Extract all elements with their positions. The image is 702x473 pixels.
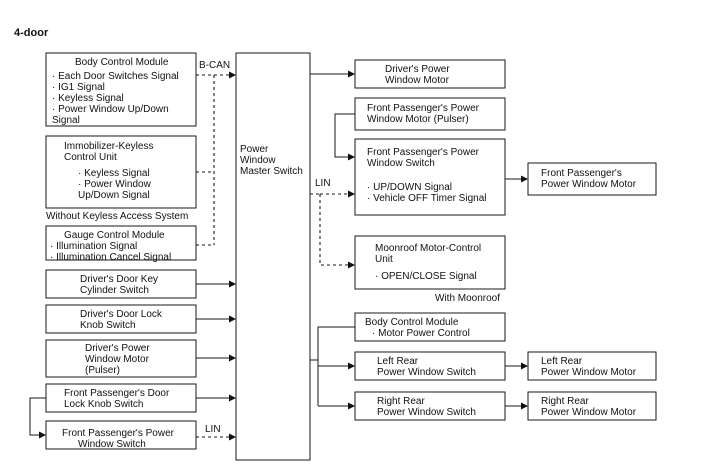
left-rear-power-window-switch: Left Rear Power Window Switch <box>354 351 506 381</box>
driver-power-window-motor-pulser: Driver's Power Window Motor (Pulser) <box>45 339 197 378</box>
svg-text:Front Passenger's Door: Front Passenger's Door <box>64 388 170 399</box>
svg-text:Knob Switch: Knob Switch <box>80 320 136 331</box>
svg-text:Left Rear: Left Rear <box>377 356 419 367</box>
front-passenger-power-window-switch-input: Front Passenger's Power Window Switch <box>45 420 197 450</box>
svg-text:· Keyless Signal: · Keyless Signal <box>78 168 150 179</box>
svg-text:Master Switch: Master Switch <box>240 166 303 177</box>
svg-text:Control Unit: Control Unit <box>64 152 117 163</box>
input-arrows <box>196 280 236 402</box>
svg-text:Cylinder Switch: Cylinder Switch <box>80 285 149 296</box>
svg-text:Signal: Signal <box>52 115 80 126</box>
output-arrow-fp-motor <box>505 175 528 183</box>
b-can-bus-connector: B-CAN <box>196 60 236 246</box>
right-rear-power-window-motor: Right Rear Power Window Motor <box>527 391 657 421</box>
svg-text:· Illumination Signal: · Illumination Signal <box>50 241 137 252</box>
front-passenger-power-window-switch: Front Passenger's Power Window Switch · … <box>354 138 506 216</box>
svg-text:Window: Window <box>240 155 276 166</box>
svg-text:· UP/DOWN Signal: · UP/DOWN Signal <box>367 182 452 193</box>
svg-text:· Motor Power Control: · Motor Power Control <box>372 328 470 339</box>
front-passenger-switch-loop <box>29 397 46 439</box>
gauge-control-module: Gauge Control Module · Illumination Sign… <box>45 225 197 263</box>
svg-text:Power Window Motor: Power Window Motor <box>541 407 637 418</box>
svg-text:Right Rear: Right Rear <box>541 396 589 407</box>
svg-text:Moonroof Motor-Control: Moonroof Motor-Control <box>375 243 481 254</box>
svg-text:· IG1 Signal: · IG1 Signal <box>52 82 105 93</box>
left-rear-power-window-motor: Left Rear Power Window Motor <box>527 351 657 381</box>
svg-text:· Keyless Signal: · Keyless Signal <box>52 93 124 104</box>
svg-text:(Pulser): (Pulser) <box>85 365 120 376</box>
driver-door-key-cylinder-switch: Driver's Door Key Cylinder Switch <box>45 269 197 299</box>
immobilizer-keyless-control-unit: Immobilizer-Keyless Control Unit · Keyle… <box>45 135 197 209</box>
driver-power-window-motor-output: Driver's Power Window Motor <box>354 59 506 89</box>
body-control-module-input: Body Control Module · Each Door Switches… <box>45 52 197 127</box>
svg-text:Window Switch: Window Switch <box>367 158 435 169</box>
svg-text:· Illumination Cancel Signal: · Illumination Cancel Signal <box>50 252 171 263</box>
front-passenger-power-window-motor: Front Passenger's Power Window Motor <box>527 162 657 196</box>
page-title: 4-door <box>14 27 49 39</box>
svg-text:Driver's Door Key: Driver's Door Key <box>80 274 158 285</box>
svg-text:· OPEN/CLOSE Signal: · OPEN/CLOSE Signal <box>375 271 477 282</box>
svg-text:Front Passenger's: Front Passenger's <box>541 168 622 179</box>
svg-text:Unit: Unit <box>375 254 393 265</box>
svg-text:· Vehicle OFF Timer Signal: · Vehicle OFF Timer Signal <box>367 193 486 204</box>
svg-text:Body Control Module: Body Control Module <box>75 57 169 68</box>
svg-text:· Power Window: · Power Window <box>78 179 152 190</box>
front-passenger-power-window-motor-pulser: Front Passenger's Power Window Motor (Pu… <box>354 97 506 131</box>
svg-text:Power Window Motor: Power Window Motor <box>541 179 637 190</box>
svg-text:Window Switch: Window Switch <box>78 439 146 450</box>
svg-text:· Each Door Switches Signal: · Each Door Switches Signal <box>52 71 179 82</box>
note-with-moonroof: With Moonroof <box>435 293 500 304</box>
svg-text:Right Rear: Right Rear <box>377 396 425 407</box>
svg-text:Power Window Motor: Power Window Motor <box>541 367 637 378</box>
power-window-master-switch: Power Window Master Switch <box>235 52 311 461</box>
output-arrow-driver-motor <box>310 70 355 78</box>
svg-text:Driver's Power: Driver's Power <box>385 64 450 75</box>
svg-text:LIN: LIN <box>205 424 221 435</box>
svg-text:Immobilizer-Keyless: Immobilizer-Keyless <box>64 141 153 152</box>
svg-text:Driver's Power: Driver's Power <box>85 343 150 354</box>
svg-text:Power Window Switch: Power Window Switch <box>377 367 476 378</box>
svg-text:Left Rear: Left Rear <box>541 356 583 367</box>
svg-text:Window Motor: Window Motor <box>385 75 450 86</box>
body-control-module-output: Body Control Module · Motor Power Contro… <box>354 312 506 342</box>
front-passenger-motor-feedback <box>334 113 355 161</box>
svg-text:Window Motor: Window Motor <box>85 354 150 365</box>
svg-text:· Power Window Up/Down: · Power Window Up/Down <box>52 104 169 115</box>
lin-bus-bottom-connector: LIN <box>196 424 236 441</box>
moonroof-motor-control-unit: Moonroof Motor-Control Unit · OPEN/CLOSE… <box>354 235 506 290</box>
driver-door-lock-knob-switch: Driver's Door Lock Knob Switch <box>45 304 197 334</box>
svg-text:Driver's Door Lock: Driver's Door Lock <box>80 309 163 320</box>
front-passenger-door-lock-knob-switch: Front Passenger's Door Lock Knob Switch <box>45 383 197 413</box>
svg-text:Up/Down Signal: Up/Down Signal <box>78 190 150 201</box>
right-rear-power-window-switch: Right Rear Power Window Switch <box>354 391 506 421</box>
svg-text:Front Passenger's Power: Front Passenger's Power <box>62 428 175 439</box>
svg-text:Power Window Switch: Power Window Switch <box>377 407 476 418</box>
svg-text:Power: Power <box>240 144 269 155</box>
lin-bus-top-connector: LIN <box>310 178 355 269</box>
rear-windows-connectors <box>310 326 528 410</box>
svg-text:Front Passenger's Power: Front Passenger's Power <box>367 147 480 158</box>
svg-text:Lock Knob Switch: Lock Knob Switch <box>64 399 144 410</box>
svg-text:Window Motor (Pulser): Window Motor (Pulser) <box>367 114 469 125</box>
svg-text:Gauge Control Module: Gauge Control Module <box>64 230 165 241</box>
svg-text:Body Control Module: Body Control Module <box>365 317 459 328</box>
svg-text:LIN: LIN <box>315 178 331 189</box>
svg-text:Front Passenger's Power: Front Passenger's Power <box>367 103 480 114</box>
note-without-keyless: Without Keyless Access System <box>46 211 188 222</box>
svg-text:B-CAN: B-CAN <box>199 60 230 71</box>
